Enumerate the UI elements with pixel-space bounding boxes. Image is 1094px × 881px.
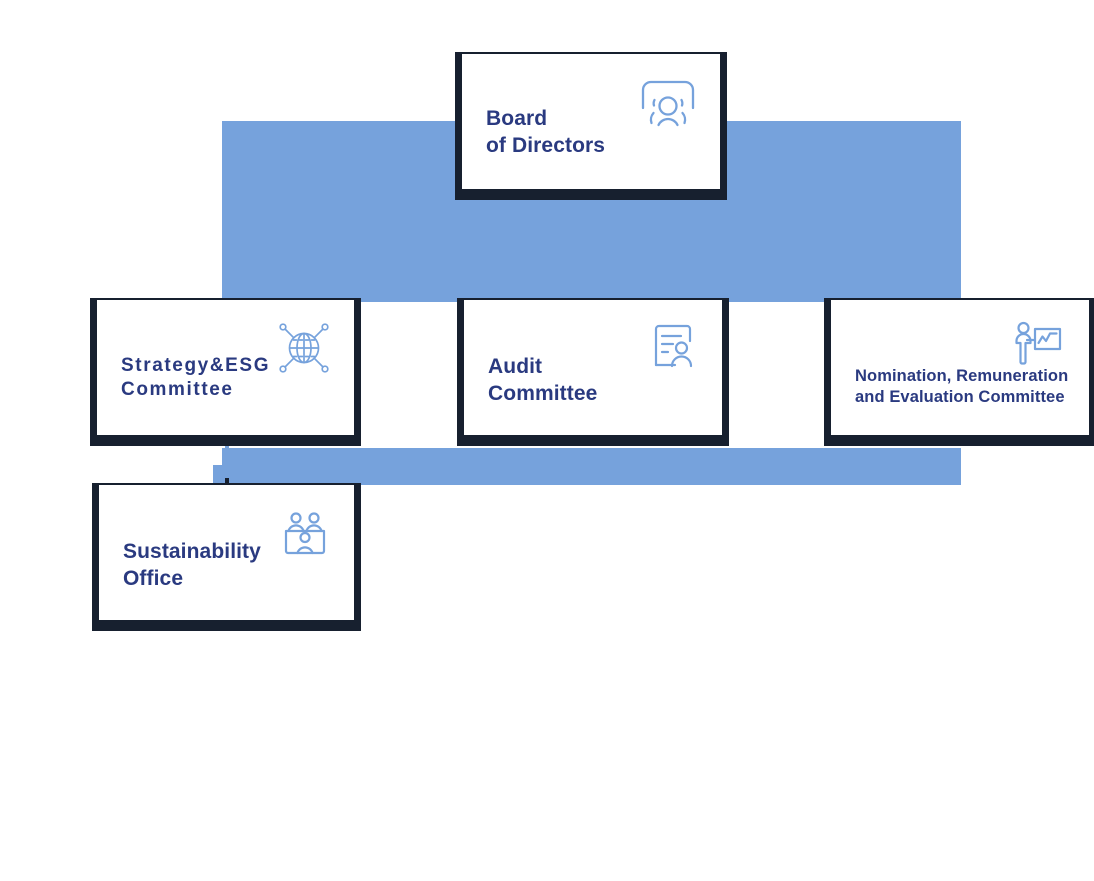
node-label: Sustainability Office xyxy=(123,540,261,590)
node-nomination-remuneration-evaluation-committee[interactable]: Nomination, Remuneration and Evaluation … xyxy=(824,298,1094,446)
node-label: Board of Directors xyxy=(486,107,606,157)
card-body: Audit Committee xyxy=(464,300,722,435)
node-label: Nomination, Remuneration and Evaluation … xyxy=(855,367,1069,406)
node-strategy-esg-committee[interactable]: Strategy&ESG Committee xyxy=(90,298,361,446)
people-group-icon xyxy=(639,78,697,130)
document-person-icon xyxy=(653,323,693,369)
presenter-chart-icon xyxy=(1014,321,1062,365)
card-body: Nomination, Remuneration and Evaluation … xyxy=(831,300,1089,435)
node-label: Strategy&ESG Committee xyxy=(121,355,271,401)
node-board-of-directors[interactable]: Board of Directors xyxy=(455,52,727,200)
backdrop-lower-stub xyxy=(213,465,225,485)
card-body: Board of Directors xyxy=(462,54,720,189)
node-sustainability-office[interactable]: Sustainability Office xyxy=(92,483,361,631)
backdrop-lower-bar xyxy=(222,448,961,485)
people-table-icon xyxy=(282,512,328,556)
node-label: Audit Committee xyxy=(488,355,598,405)
card-body: Sustainability Office xyxy=(99,485,354,620)
card-body: Strategy&ESG Committee xyxy=(97,300,354,435)
globe-network-icon xyxy=(275,319,333,377)
node-audit-committee[interactable]: Audit Committee xyxy=(457,298,729,446)
